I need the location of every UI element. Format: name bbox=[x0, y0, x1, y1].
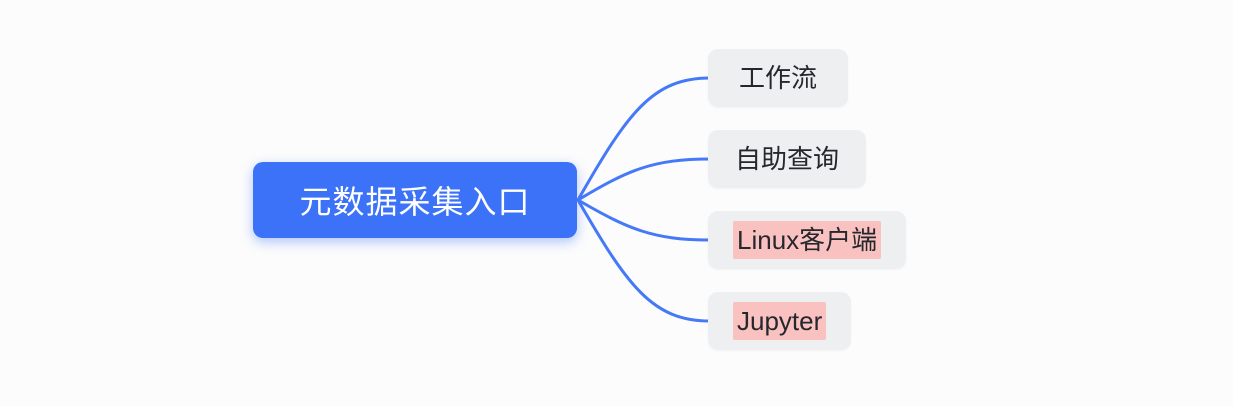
root-node-label: 元数据采集入口 bbox=[299, 184, 531, 220]
child-node-label-highlighted: Linux客户端 bbox=[733, 221, 882, 259]
child-node-self-service-query[interactable]: 自助查询 bbox=[708, 130, 867, 188]
edge-root-to-self-service-query bbox=[576, 157, 712, 202]
child-node-label: 自助查询 bbox=[735, 144, 840, 174]
child-node-workflow[interactable]: 工作流 bbox=[708, 49, 848, 107]
child-node-jupyter[interactable]: Jupyter bbox=[708, 292, 852, 350]
edge-root-to-linux-client bbox=[576, 198, 712, 242]
child-node-linux-client[interactable]: Linux客户端 bbox=[708, 211, 907, 269]
edge-root-to-workflow bbox=[576, 76, 712, 202]
edge-root-to-jupyter bbox=[576, 198, 712, 323]
child-node-label-highlighted: Jupyter bbox=[733, 302, 827, 340]
root-node[interactable]: 元数据采集入口 bbox=[253, 162, 577, 238]
child-node-label: 工作流 bbox=[738, 63, 817, 93]
